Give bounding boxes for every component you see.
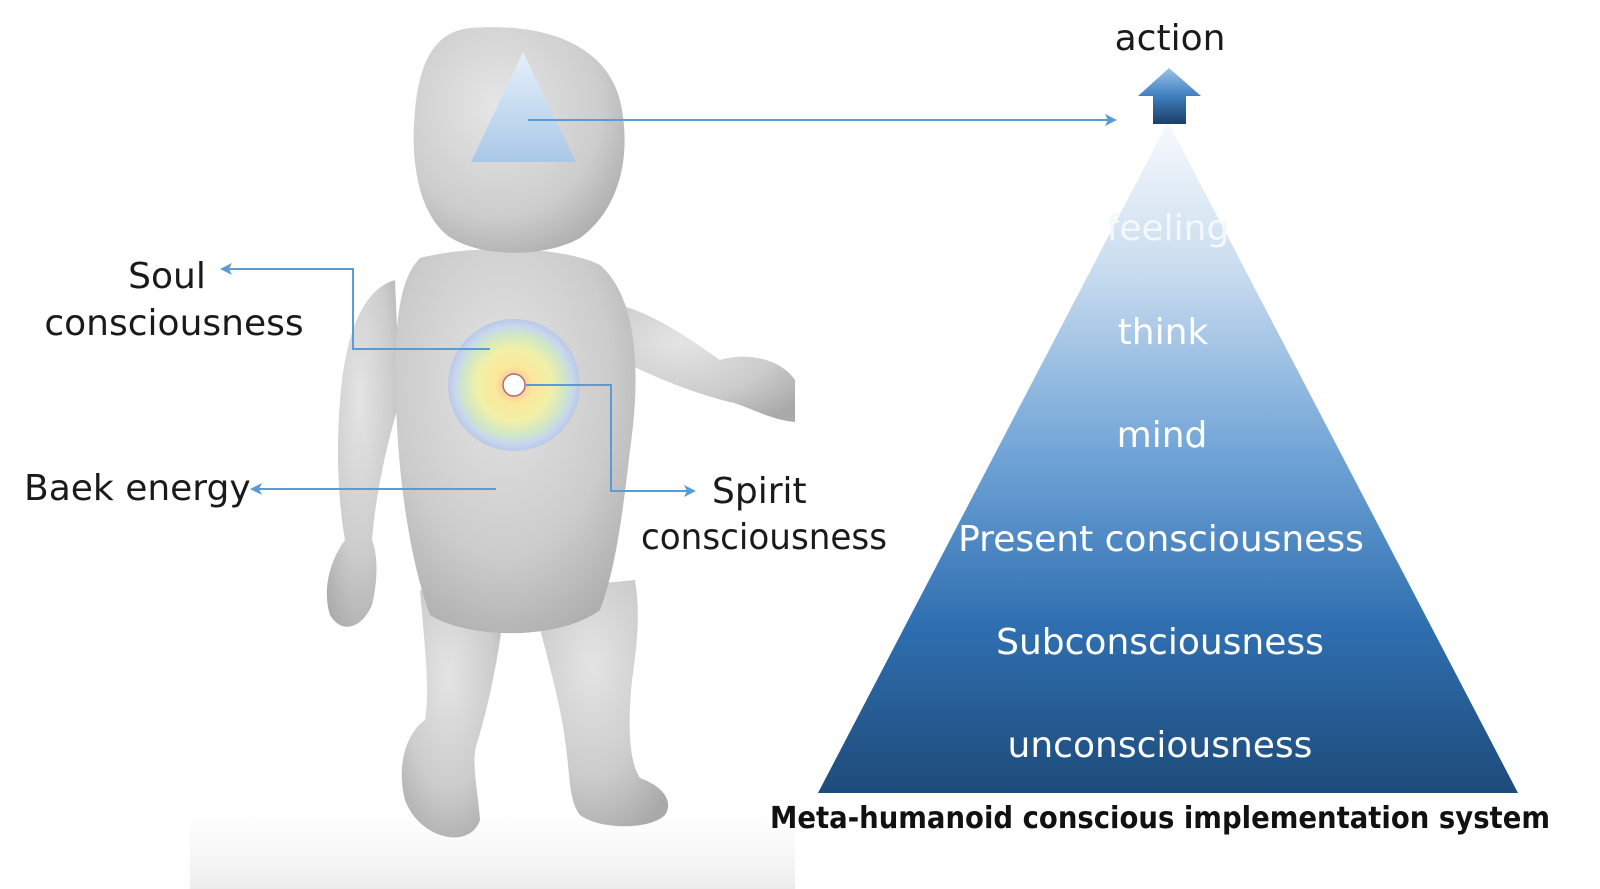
spirit-label-line2: consciousness — [641, 517, 887, 558]
soul-label-line1: Soul — [128, 256, 206, 297]
spirit-connector-arrow — [526, 384, 696, 497]
humanoid-leg-left — [401, 590, 505, 838]
soul-label-line2: consciousness — [44, 303, 303, 344]
pyramid-top-label: action — [1115, 18, 1226, 59]
head-triangle-icon — [471, 52, 576, 162]
pyramid-level-feeling: feeling — [1107, 208, 1230, 249]
pyramid-level-think: think — [1118, 312, 1209, 353]
pyramid-shape — [818, 122, 1518, 793]
humanoid-arm-left — [326, 280, 400, 627]
action-up-arrow-icon — [1138, 68, 1201, 124]
pyramid-level-present-consciousness: Present consciousness — [958, 519, 1364, 560]
pyramid-level-subconsciousness: Subconsciousness — [996, 622, 1324, 663]
spirit-core-icon — [502, 373, 526, 397]
pyramid-caption: Meta-humanoid conscious implementation s… — [770, 801, 1550, 836]
connector-lines — [220, 114, 1117, 497]
soul-connector-arrow — [220, 263, 490, 350]
consciousness-pyramid: action feeling think mind Present consci… — [818, 18, 1518, 793]
pyramid-level-mind: mind — [1117, 415, 1208, 456]
spirit-label-line1: Spirit — [712, 471, 807, 512]
pyramid-level-unconsciousness: unconsciousness — [1008, 725, 1313, 766]
humanoid-leg-right — [530, 580, 669, 827]
humanoid-arm-right — [585, 300, 795, 422]
baek-energy-label: Baek energy — [24, 468, 251, 509]
humanoid-figure — [190, 27, 795, 889]
floor-shadow — [190, 790, 795, 889]
